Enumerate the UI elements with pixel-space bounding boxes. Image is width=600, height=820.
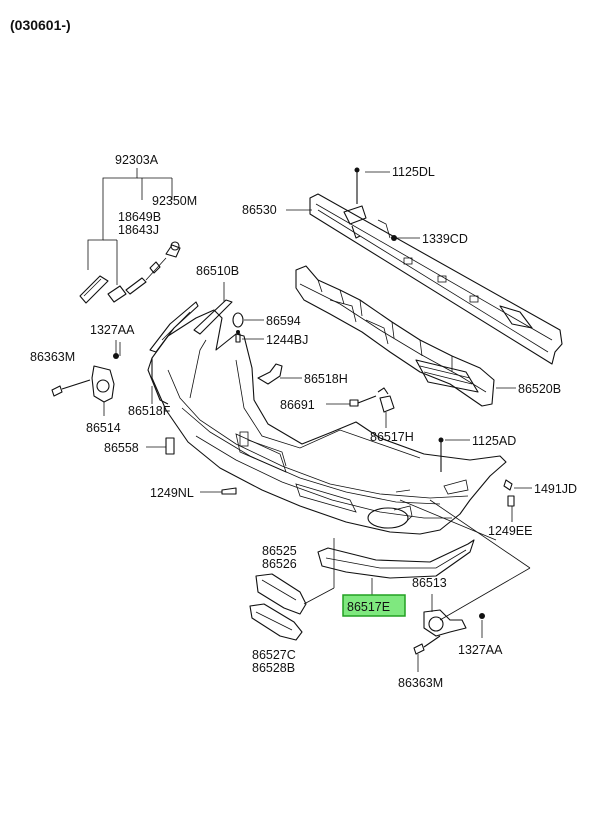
label-92303A[interactable]: 92303A [115,153,159,167]
label-86528B[interactable]: 86528B [252,661,295,675]
label-86530[interactable]: 86530 [242,203,277,217]
grille-86525-drawing [255,538,335,615]
label-86510B[interactable]: 86510B [196,264,239,278]
label-92350M[interactable]: 92350M [152,194,197,208]
label-86526[interactable]: 86526 [262,557,297,571]
upper-cover-86510B-drawing [149,282,233,353]
label-86558[interactable]: 86558 [104,441,139,455]
label-86520B[interactable]: 86520B [518,382,561,396]
label-86517E[interactable]: 86517E [347,600,390,614]
highlight-box-86517E [342,594,406,617]
fog-bracket-86514-drawing [51,340,119,403]
label-1339CD[interactable]: 1339CD [422,232,468,246]
label-1327AA-bottom[interactable]: 1327AA [458,643,503,657]
label-18649B[interactable]: 18649B [118,210,161,224]
bumper-cover-drawing [147,309,507,535]
screw-1249NL-drawing [221,487,237,495]
lower-molding-86517E-drawing [317,539,475,598]
label-1491JD[interactable]: 1491JD [534,482,577,496]
part-labels: 92303A 92350M 18649B 18643J 1125DL 86530… [30,153,577,690]
label-86517H[interactable]: 86517H [370,430,414,444]
bolt-86691-drawing [349,395,377,407]
label-1244BJ[interactable]: 1244BJ [266,333,308,347]
bracket-86517H-drawing [377,387,395,413]
header-code: (030601-) [10,17,71,33]
grille-86527C-drawing [249,603,303,641]
label-86513[interactable]: 86513 [412,576,447,590]
assembly-leaders [399,499,531,621]
label-86594[interactable]: 86594 [266,314,301,328]
label-leaders [103,171,532,522]
absorber-86520B-drawing [295,265,495,407]
fog-bracket-86513-drawing [413,594,485,672]
label-1249EE[interactable]: 1249EE [488,524,532,538]
reinforcement-86530-drawing [309,167,563,365]
label-86525[interactable]: 86525 [262,544,297,558]
label-86691[interactable]: 86691 [280,398,315,412]
label-86527C[interactable]: 86527C [252,648,296,662]
clip-86594-drawing [232,312,244,343]
bracket-86518H-drawing [257,363,283,385]
label-86518H[interactable]: 86518H [304,372,348,386]
label-1125DL[interactable]: 1125DL [392,165,435,179]
label-86514[interactable]: 86514 [86,421,121,435]
bolt-1125AD-drawing [438,437,444,472]
label-86518F[interactable]: 86518F [128,404,171,418]
label-86363M-bottom[interactable]: 86363M [398,676,443,690]
label-18643J[interactable]: 18643J [118,223,159,237]
clip-86558-drawing [165,437,175,455]
label-1249NL[interactable]: 1249NL [150,486,194,500]
label-1327AA-top[interactable]: 1327AA [90,323,135,337]
fog-lamp-group-drawing [79,168,181,304]
fastener-1491JD-drawing [503,479,515,507]
label-1125AD[interactable]: 1125AD [472,434,516,448]
label-86363M-top[interactable]: 86363M [30,350,75,364]
